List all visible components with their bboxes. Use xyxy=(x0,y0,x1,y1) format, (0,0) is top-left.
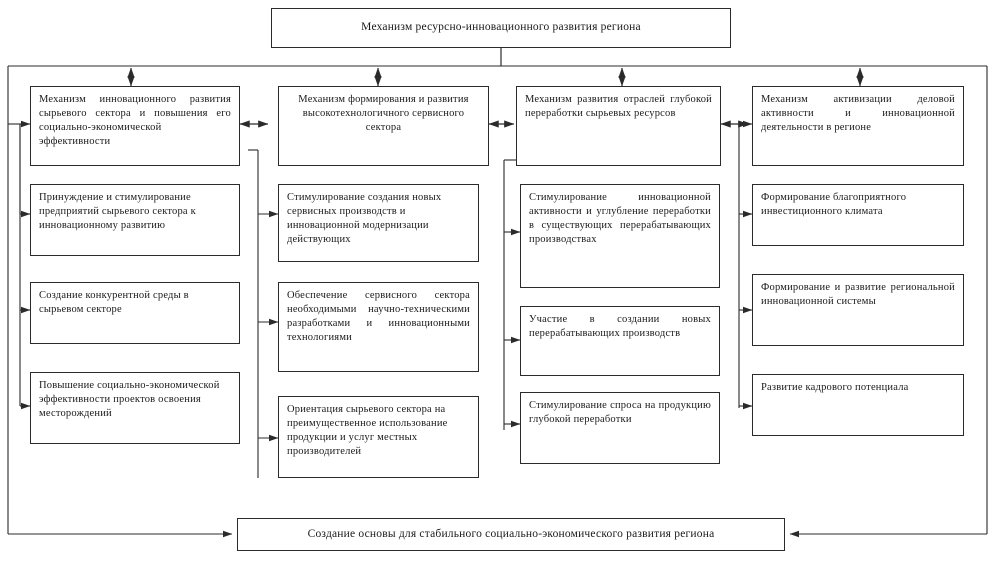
column-4-item-3[interactable]: Развитие кадрового потенциала xyxy=(752,374,964,436)
column-4-item-1[interactable]: Формирование благоприятного инвестиционн… xyxy=(752,184,964,246)
column-1-item-2[interactable]: Создание конкурентной среды в сырьевом с… xyxy=(30,282,240,344)
bottom-box-label: Создание основы для стабильного социальн… xyxy=(307,527,715,540)
column-1-bus xyxy=(8,120,31,410)
column-2-bus xyxy=(248,149,279,478)
column-3-bus xyxy=(503,159,521,430)
column-2-item-1[interactable]: Стимулирование создания новых сервисных … xyxy=(278,184,479,262)
column-1-item-2-label: Создание конкурентной среды в сырьевом с… xyxy=(39,290,189,315)
column-3-item-1-label: Стимулирование инновационной активности … xyxy=(529,192,711,245)
column-3-header-label: Механизм развития отраслей глубокой пере… xyxy=(525,94,712,119)
column-3-item-1[interactable]: Стимулирование инновационной активности … xyxy=(520,184,720,288)
column-4-header-box[interactable]: Механизм активизации деловой активности … xyxy=(752,86,964,166)
column-1-item-1[interactable]: Принуждение и стимулирование предприятий… xyxy=(30,184,240,256)
column-1-item-3[interactable]: Повышение социально-экономической эффект… xyxy=(30,372,240,444)
column-2-item-2[interactable]: Обеспечение сервисного сектора необходим… xyxy=(278,282,479,372)
column-2-header-box[interactable]: Механизм формирования и развития высокот… xyxy=(278,86,489,166)
top-box[interactable]: Механизм ресурсно-инновационного развити… xyxy=(271,8,731,48)
column-3-item-3[interactable]: Стимулирование спроса на продукцию глубо… xyxy=(520,392,720,464)
column-4-header-label: Механизм активизации деловой активности … xyxy=(761,94,955,133)
column-4-bus xyxy=(738,120,753,410)
column-4-item-2[interactable]: Формирование и развитие региональной инн… xyxy=(752,274,964,346)
column-2-header-label: Механизм формирования и развития высокот… xyxy=(298,94,469,133)
column-4-item-1-label: Формирование благоприятного инвестиционн… xyxy=(761,192,907,217)
column-2-item-2-label: Обеспечение сервисного сектора необходим… xyxy=(287,290,470,343)
column-3-item-3-label: Стимулирование спроса на продукцию глубо… xyxy=(529,400,711,425)
column-1-item-1-label: Принуждение и стимулирование предприятий… xyxy=(39,192,196,231)
column-4-item-3-label: Развитие кадрового потенциала xyxy=(761,382,909,393)
bottom-box[interactable]: Создание основы для стабильного социальн… xyxy=(237,518,785,551)
column-3-header-box[interactable]: Механизм развития отраслей глубокой пере… xyxy=(516,86,721,166)
column-2-item-3-label: Ориентация сырьевого сектора на преимуще… xyxy=(287,404,448,457)
column-1-item-3-label: Повышение социально-экономической эффект… xyxy=(39,380,220,419)
column-2-item-1-label: Стимулирование создания новых сервисных … xyxy=(287,192,442,245)
top-box-label: Механизм ресурсно-инновационного развити… xyxy=(361,21,641,34)
column-2-item-3[interactable]: Ориентация сырьевого сектора на преимуще… xyxy=(278,396,479,478)
column-1-header-label: Механизм инновационного развития сырьево… xyxy=(39,94,231,147)
column-4-item-2-label: Формирование и развитие региональной инн… xyxy=(761,282,955,307)
column-3-item-2-label: Участие в создании новых перерабатывающи… xyxy=(529,314,711,339)
column-3-item-2[interactable]: Участие в создании новых перерабатывающи… xyxy=(520,306,720,376)
column-1-header-box[interactable]: Механизм инновационного развития сырьево… xyxy=(30,86,240,166)
